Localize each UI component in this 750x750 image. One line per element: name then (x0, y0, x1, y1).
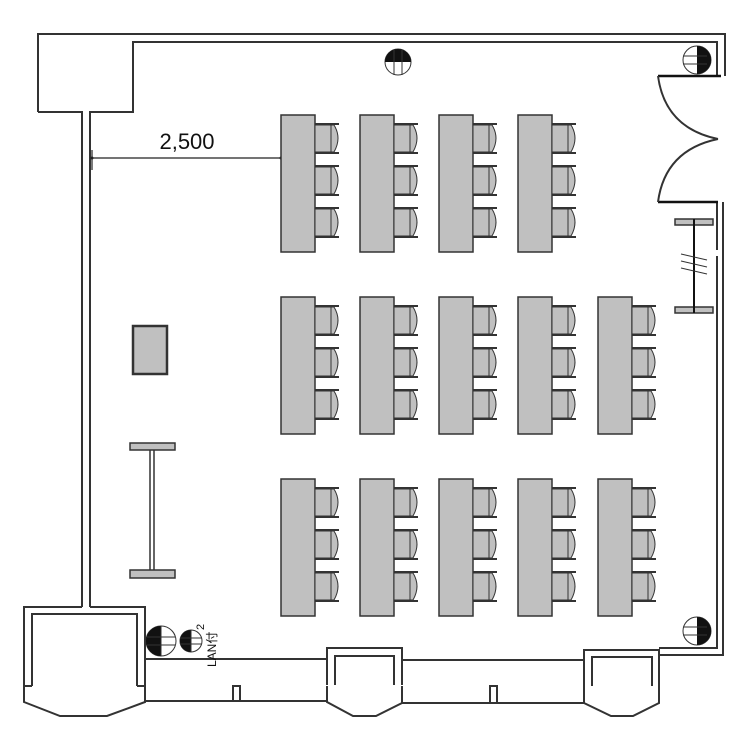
chair (631, 389, 656, 420)
desk-group (517, 296, 576, 435)
desk-group (359, 478, 418, 617)
chair (393, 487, 418, 518)
chair (472, 165, 497, 196)
desk-group (280, 114, 339, 253)
chair (393, 571, 418, 602)
chair (393, 123, 418, 154)
desk-group (359, 114, 418, 253)
chair (314, 123, 339, 154)
chair (551, 347, 576, 378)
chair (314, 207, 339, 238)
chair (393, 305, 418, 336)
chair (551, 305, 576, 336)
podium (131, 324, 169, 376)
chair (472, 305, 497, 336)
desk (359, 114, 395, 253)
chair (631, 487, 656, 518)
chair (393, 389, 418, 420)
outlet-bottom-right (682, 616, 712, 646)
desk (517, 296, 553, 435)
desk (438, 478, 474, 617)
chair (551, 123, 576, 154)
chair (472, 347, 497, 378)
desk (359, 478, 395, 617)
chair (314, 529, 339, 560)
chair (314, 389, 339, 420)
dimension-label: 2,500 (159, 129, 214, 154)
desk-group (517, 478, 576, 617)
walls (23, 33, 726, 717)
outlet-bottom-left (145, 625, 177, 657)
chair (551, 529, 576, 560)
outlet-top (384, 48, 412, 76)
chair (631, 529, 656, 560)
desk-group (438, 114, 497, 253)
desk-layout (280, 114, 656, 617)
chair (551, 389, 576, 420)
chair (631, 305, 656, 336)
whiteboard-left (129, 442, 176, 579)
desk-group (438, 478, 497, 617)
desk-group (597, 296, 656, 435)
chair (314, 165, 339, 196)
desk (359, 296, 395, 435)
chair (393, 347, 418, 378)
chair (472, 529, 497, 560)
outlet-top-right (682, 45, 712, 75)
desk (597, 296, 633, 435)
chair (551, 487, 576, 518)
chair (314, 347, 339, 378)
chair (393, 529, 418, 560)
chair (314, 305, 339, 336)
chair (472, 123, 497, 154)
desk-group (280, 478, 339, 617)
desk (280, 478, 316, 617)
chair (551, 571, 576, 602)
chair (393, 165, 418, 196)
outlet-count-label: 2 (195, 624, 207, 630)
chair (314, 487, 339, 518)
chair (472, 207, 497, 238)
lan-label: LAN付 (205, 632, 219, 667)
desk (517, 478, 553, 617)
chair (631, 571, 656, 602)
desk-group (517, 114, 576, 253)
chair (472, 487, 497, 518)
desk (280, 114, 316, 253)
whiteboard-right (674, 218, 714, 314)
desk (280, 296, 316, 435)
desk-group (280, 296, 339, 435)
desk (438, 296, 474, 435)
desk (517, 114, 553, 253)
chair (314, 571, 339, 602)
chair (472, 389, 497, 420)
lan-outlet (179, 629, 203, 653)
desk-group (597, 478, 656, 617)
chair (631, 347, 656, 378)
desk (438, 114, 474, 253)
chair (472, 571, 497, 602)
desk-group (438, 296, 497, 435)
chair (551, 207, 576, 238)
desk (597, 478, 633, 617)
double-door[interactable] (657, 74, 721, 204)
chair (393, 207, 418, 238)
desk-group (359, 296, 418, 435)
chair (551, 165, 576, 196)
